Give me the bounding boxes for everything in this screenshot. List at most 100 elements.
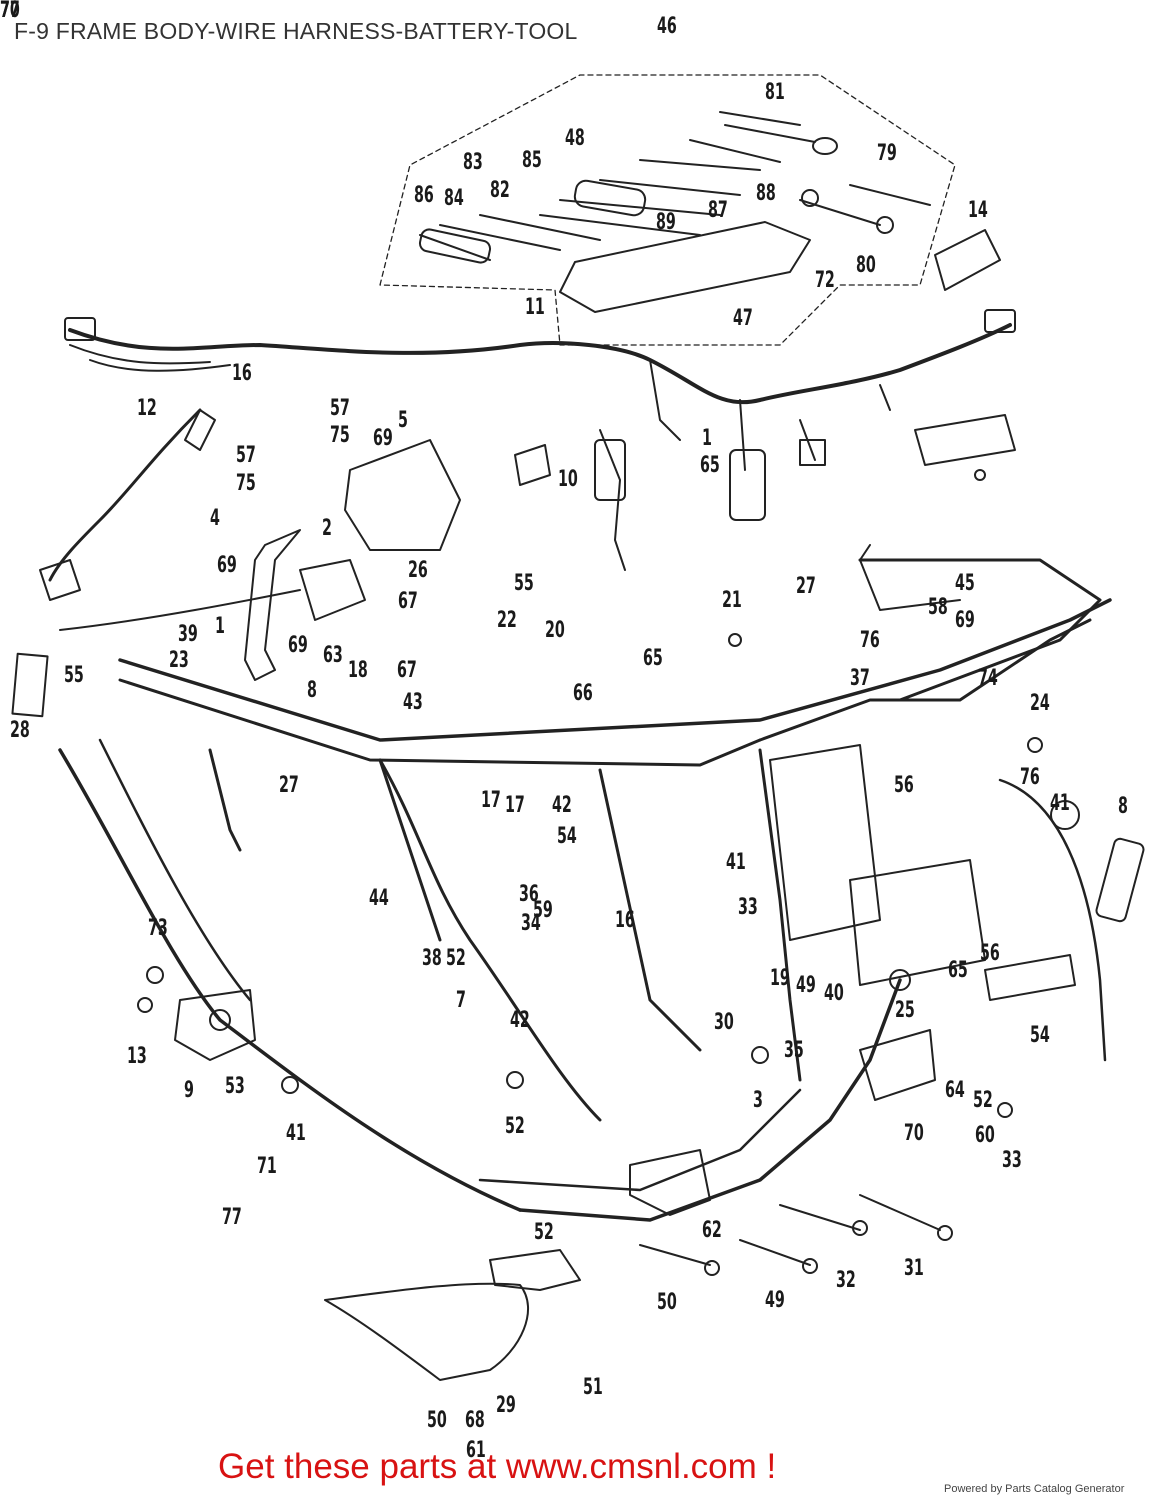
- part-callout: 60: [975, 1123, 995, 1148]
- part-callout: 64: [945, 1078, 965, 1103]
- part-callout: 48: [565, 126, 585, 151]
- part-callout: 69: [373, 426, 393, 451]
- part-callout: 74: [978, 666, 998, 691]
- part-callout: 3: [753, 1088, 763, 1113]
- part-callout: 12: [137, 396, 157, 421]
- part-callout: 73: [148, 916, 168, 941]
- part-callout: 17: [505, 793, 525, 818]
- part-callout: 39: [178, 622, 198, 647]
- part-callout: 7: [456, 988, 466, 1013]
- part-callout: 69: [288, 633, 308, 658]
- part-callout: 85: [522, 148, 542, 173]
- part-callout: 50: [427, 1408, 447, 1433]
- part-callout: 27: [796, 574, 816, 599]
- part-callout: 89: [656, 210, 676, 235]
- part-callout: 22: [497, 608, 517, 633]
- part-callout: 27: [279, 773, 299, 798]
- part-callout: 68: [465, 1408, 485, 1433]
- part-callout: 45: [955, 571, 975, 596]
- part-callout: 54: [1030, 1023, 1050, 1048]
- part-callout: 49: [765, 1288, 785, 1313]
- part-callout: 25: [895, 998, 915, 1023]
- part-callout: 65: [700, 453, 720, 478]
- part-callout: 1: [702, 426, 712, 451]
- part-callout: 8: [307, 678, 317, 703]
- part-callout: 19: [770, 966, 790, 991]
- part-callout: 41: [726, 850, 746, 875]
- part-callout: 87: [708, 198, 728, 223]
- part-callout: 47: [733, 306, 753, 331]
- part-callout: 52: [534, 1220, 554, 1245]
- part-callout: 82: [490, 178, 510, 203]
- part-callout: 13: [127, 1044, 147, 1069]
- part-callout: 8: [1118, 794, 1128, 819]
- part-callout: 80: [856, 253, 876, 278]
- part-callout: 57: [236, 443, 256, 468]
- part-callout: 42: [552, 793, 572, 818]
- part-callout: 16: [615, 908, 635, 933]
- part-callout: 46: [657, 14, 677, 39]
- part-callout: 77: [0, 0, 20, 23]
- toolkit-outline: [379, 74, 956, 346]
- part-callout: 67: [398, 589, 418, 614]
- part-callout: 55: [64, 663, 84, 688]
- part-callout: 20: [545, 618, 565, 643]
- part-callout: 16: [232, 361, 252, 386]
- part-callout: 9: [184, 1078, 194, 1103]
- footer-cta-link[interactable]: Get these parts at www.cmsnl.com !: [218, 1447, 777, 1486]
- part-callout: 43: [403, 690, 423, 715]
- part-callout: 42: [510, 1008, 530, 1033]
- part-callout: 79: [877, 141, 897, 166]
- tool-bag: [559, 221, 811, 313]
- part-callout: 51: [583, 1375, 603, 1400]
- part-callout: 38: [422, 946, 442, 971]
- part-callout: 44: [369, 886, 389, 911]
- part-callout: 56: [980, 941, 1000, 966]
- part-callout: 23: [169, 648, 189, 673]
- part-callout: 40: [824, 981, 844, 1006]
- part-callout: 72: [815, 268, 835, 293]
- page-title: F-9 FRAME BODY-WIRE HARNESS-BATTERY-TOOL: [14, 18, 578, 44]
- part-callout: 69: [955, 608, 975, 633]
- part-callout: 56: [894, 773, 914, 798]
- part-callout: 52: [973, 1088, 993, 1113]
- part-callout: 65: [948, 958, 968, 983]
- part-callout: 52: [505, 1114, 525, 1139]
- part-callout: 26: [408, 558, 428, 583]
- part-callout: 58: [928, 595, 948, 620]
- part-callout: 2: [322, 516, 332, 541]
- part-callout: 32: [836, 1268, 856, 1293]
- part-callout: 53: [225, 1074, 245, 1099]
- part-callout: 69: [217, 553, 237, 578]
- part-callout: 57: [330, 396, 350, 421]
- part-callout: 49: [796, 973, 816, 998]
- part-callout: 75: [236, 471, 256, 496]
- part-callout: 52: [446, 946, 466, 971]
- part-callout: 41: [286, 1121, 306, 1146]
- part-callout: 54: [557, 824, 577, 849]
- part-callout: 70: [904, 1121, 924, 1146]
- part-callout: 21: [722, 588, 742, 613]
- part-callout: 50: [657, 1290, 677, 1315]
- part-callout: 71: [257, 1154, 277, 1179]
- part-callout: 11: [525, 295, 545, 320]
- part-callout: 81: [765, 80, 785, 105]
- part-callout: 1: [215, 614, 225, 639]
- part-callout: 67: [397, 658, 417, 683]
- part-callout: 18: [348, 658, 368, 683]
- part-callout: 59: [533, 898, 553, 923]
- powered-by-label: Powered by Parts Catalog Generator: [944, 1483, 1125, 1495]
- part-callout: 62: [702, 1218, 722, 1243]
- part-callout: 17: [481, 788, 501, 813]
- part-callout: 41: [1050, 791, 1070, 816]
- part-callout: 29: [496, 1393, 516, 1418]
- part-callout: 35: [784, 1038, 804, 1063]
- part-callout: 88: [756, 181, 776, 206]
- part-callout: 76: [860, 628, 880, 653]
- part-callout: 5: [398, 408, 408, 433]
- part-callout: 75: [330, 423, 350, 448]
- part-callout: 65: [643, 646, 663, 671]
- part-callout: 36: [519, 882, 539, 907]
- part-callout: 33: [738, 895, 758, 920]
